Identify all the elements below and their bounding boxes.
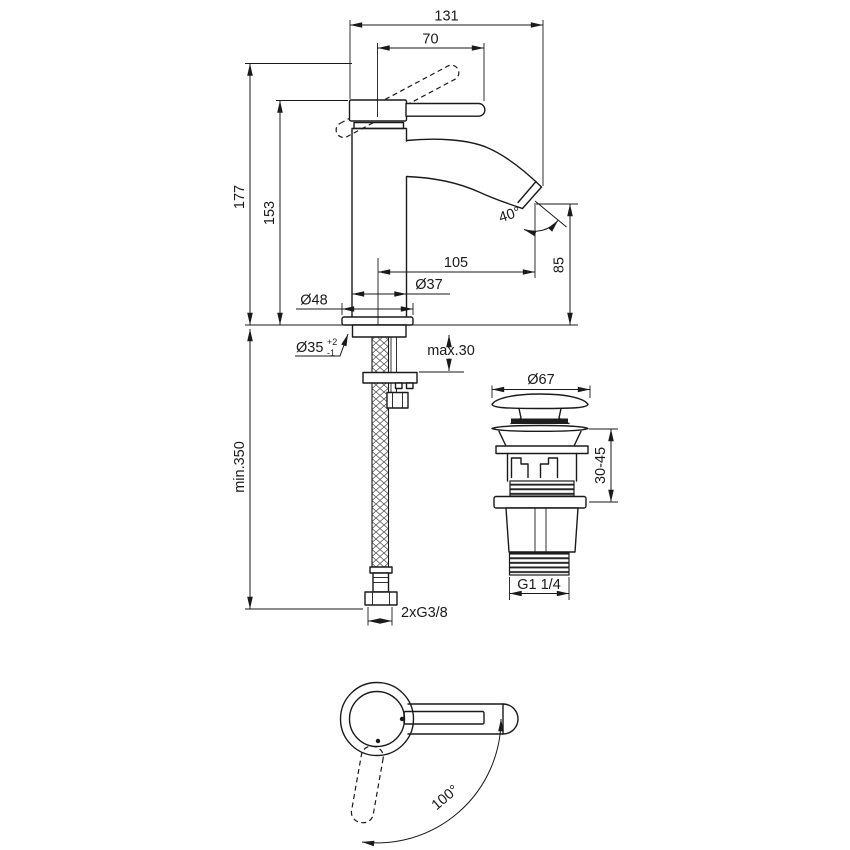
dim-g114: G1 1/4 [517,577,561,593]
washer-tab [394,382,403,390]
handle-lever [405,102,486,117]
faucet-side-view [245,64,578,338]
drain-clamp-washer [493,495,587,509]
base-shank-collar [351,324,407,338]
mounting-nut [386,391,409,409]
mounting-washer [362,371,418,384]
drain-top-washer [491,424,589,432]
lever-inset [403,710,485,725]
dim-dia35: Ø35 [296,340,323,356]
dim-70: 70 [422,32,438,48]
dim-105: 105 [444,255,468,271]
dim-40deg: 40° [497,204,523,226]
handle-top-view: 100° [339,681,519,847]
drain-waste-assembly [491,393,589,576]
dim-dia35-tol-minus: -1 [327,348,335,358]
hose-end-fitting [364,566,398,606]
dim-min350: min.350 [232,441,248,493]
drain-body [506,452,578,482]
drain-overflow-slots [510,457,559,479]
drain-flange-ring [495,445,589,455]
drain-seal-ring [511,418,568,424]
spout-angle-arc [523,220,559,237]
dim-max30: max.30 [427,343,475,359]
washer-tab-2 [405,382,414,390]
drain-hex-facets [534,508,547,552]
dim-177: 177 [232,185,248,209]
drain-cap-stem [510,407,570,425]
dimensions: 131 70 177 153 105 85 40° Ø37 [232,9,618,626]
drain-upper-thread [509,480,575,497]
supply-hose-assembly [362,336,418,606]
handle-base-inner-circle [348,690,406,748]
dim-85: 85 [552,257,568,273]
braided-hose [371,336,390,568]
drain-cap [491,393,589,410]
drain-hex-nut [505,507,579,553]
dim-dia37: Ø37 [415,277,442,293]
dim-3045: 30-45 [593,447,609,484]
spout-axis-line [534,200,567,228]
index-dot-1 [399,716,405,722]
cartridge-collar [353,121,405,130]
spout-top-edge [405,138,543,188]
drain-lower-thread [508,552,570,576]
dim-dia35-tol-plus: +2 [327,337,337,347]
dim-dia48: Ø48 [300,293,327,309]
dim-dia67: Ø67 [527,372,554,388]
base-flange [341,316,414,326]
lever-rotated-dashed-outline [350,745,384,824]
dim-153: 153 [262,201,278,225]
handle-body [348,99,408,122]
faucet-body [351,127,408,318]
dim-131: 131 [434,9,458,25]
spout-bottom-edge [405,175,524,210]
index-dot-2 [375,738,381,744]
hole-leader-line [295,333,349,357]
swing-angle-arc [361,718,504,847]
drain-neck [498,430,582,447]
dim-100deg: 100° [429,782,462,814]
spout-outlet-face [517,180,543,210]
dim-2xg38: 2xG3/8 [401,605,448,621]
lever-top-view [407,703,519,735]
